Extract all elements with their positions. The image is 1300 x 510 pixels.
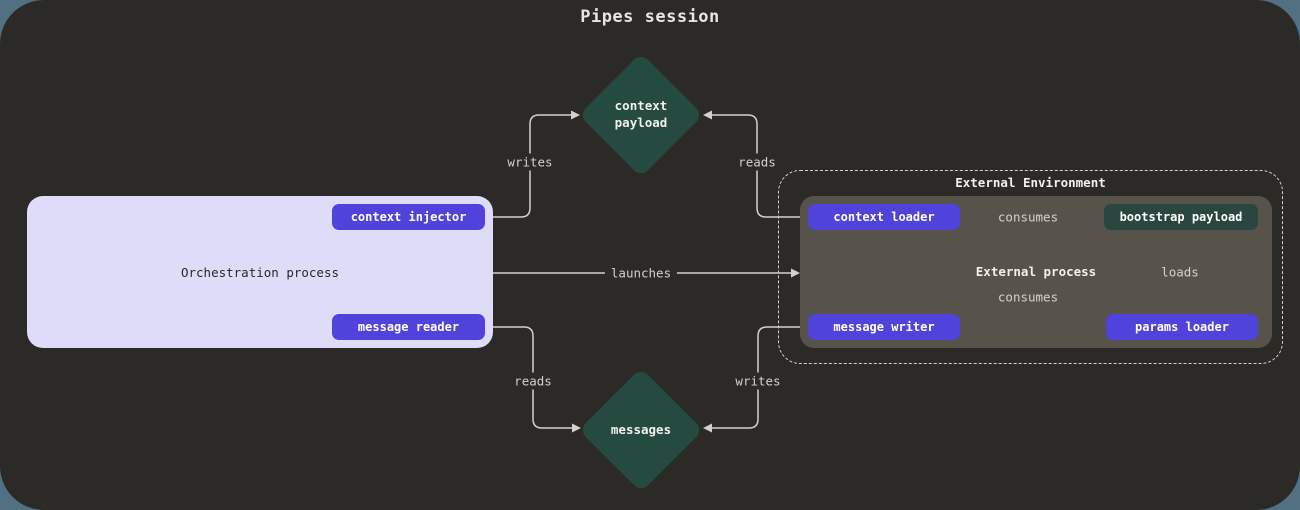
external-environment-box xyxy=(778,170,1283,364)
edge-label-reads-bottom: reads xyxy=(508,372,558,390)
edge-label-loads: loads xyxy=(1155,263,1205,281)
messages-label: messages xyxy=(610,421,672,437)
context-payload-label: context payload xyxy=(614,98,668,130)
external-environment-label: External Environment xyxy=(955,175,1106,190)
edge-label-reads-top: reads xyxy=(732,153,782,171)
external-process-label: External process xyxy=(975,264,1097,279)
edge-label-writes-top: writes xyxy=(501,153,559,171)
edge-label-consumes-top: consumes xyxy=(991,208,1065,226)
context-loader-button[interactable]: context loader xyxy=(808,204,960,230)
node-bootstrap-payload: bootstrap payload xyxy=(1104,204,1258,230)
params-loader-button[interactable]: params loader xyxy=(1106,314,1258,340)
message-reader-button[interactable]: message reader xyxy=(332,314,485,340)
orchestration-process-label: Orchestration process xyxy=(180,264,340,280)
context-injector-button[interactable]: context injector xyxy=(332,204,485,230)
message-writer-button[interactable]: message writer xyxy=(808,314,960,340)
edge-label-launches: launches xyxy=(604,264,678,282)
edge-label-writes-bottom: writes xyxy=(729,372,787,390)
node-context-payload: context payload xyxy=(578,52,704,178)
diagram-title: Pipes session xyxy=(580,7,720,27)
edge-label-consumes-bottom: consumes xyxy=(991,288,1065,306)
node-messages: messages xyxy=(578,367,704,493)
